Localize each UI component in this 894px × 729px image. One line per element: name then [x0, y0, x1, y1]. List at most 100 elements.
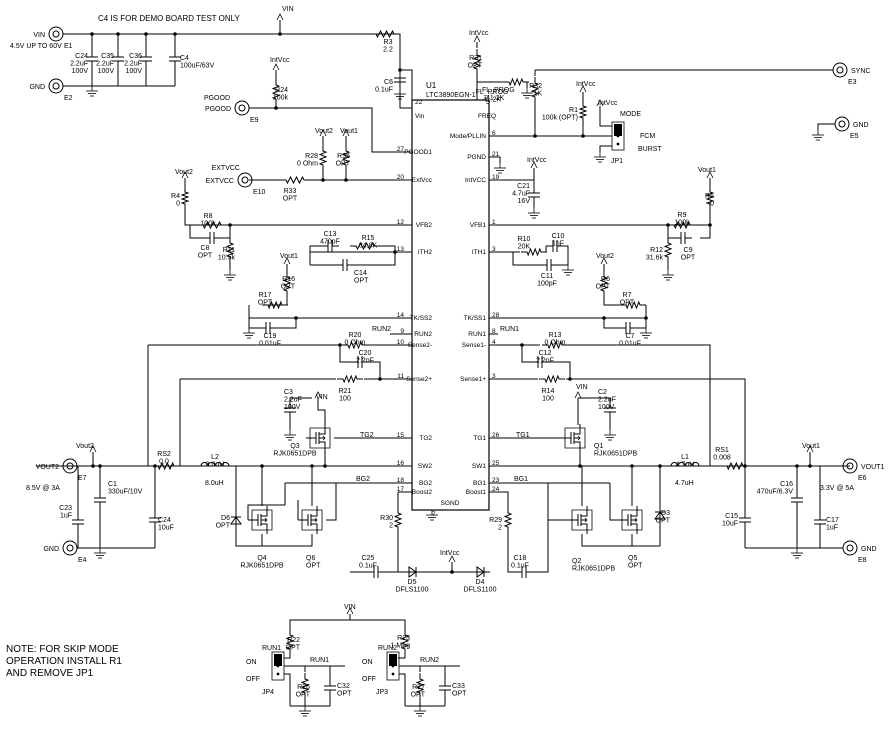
c35-label-2: 100V [98, 68, 115, 75]
resistor-r32 [530, 77, 540, 103]
resistor-r29 [503, 507, 513, 533]
c14-label-0: C14 [354, 270, 367, 277]
mosfet-body-q4 [251, 509, 273, 531]
c12-label-0: C12 [539, 350, 552, 357]
e3-name: SYNC [851, 68, 870, 75]
pin-num: 13 [397, 246, 405, 253]
r20-label-0: R20 [349, 332, 362, 339]
r13-label-1: 0 Ohm [544, 340, 565, 347]
pin-name: ITH2 [418, 249, 432, 256]
capacitor-c17 [814, 513, 826, 531]
r35-label-1: OPT [336, 161, 351, 168]
pin-name: PGOOD1 [404, 149, 432, 156]
junction-dot [378, 377, 382, 381]
capacitor-c24b [149, 511, 161, 529]
ground-symbol [493, 162, 507, 174]
e1-name: VIN [33, 32, 45, 39]
capacitor-c11 [540, 259, 558, 271]
jp4-on: ON [246, 659, 257, 666]
r11-label-0: R11 [223, 247, 235, 254]
resistor-r27 [415, 673, 425, 699]
terminal-e8 [842, 540, 858, 556]
junction-dot [116, 32, 120, 36]
c8-label-0: C8 [201, 245, 210, 252]
resistor-r22 [285, 629, 295, 655]
pin-name: RUN2 [414, 331, 432, 338]
resistor-r17 [262, 300, 288, 310]
pin-name: RUN1 [468, 331, 486, 338]
r10-label-1: 20K [518, 244, 531, 251]
ground-symbol [298, 705, 312, 717]
junction-dot [90, 32, 94, 36]
r14-label-0: R14 [542, 388, 555, 395]
mosfet-q6 [298, 506, 318, 534]
terminal-e10 [237, 172, 253, 188]
c24-label-0: C24 [75, 53, 88, 60]
c33-label-0: C33 [452, 683, 465, 690]
intvcc-label: IntVcc [270, 57, 290, 64]
resistor-r15 [350, 241, 380, 251]
vout1-label: Vout1 [280, 253, 298, 260]
jp3-ref: JP3 [376, 689, 388, 696]
vout2-label: Vout2 [596, 253, 614, 260]
pin-name: Sense2+ [406, 376, 432, 383]
resistor-r30 [393, 507, 403, 533]
pin-name: Sense1- [462, 342, 486, 349]
pin-num: 3 [492, 246, 496, 253]
junction-dot [743, 464, 747, 468]
resistor-r12 [663, 237, 673, 263]
c3-label-1: 2.2uF [284, 397, 302, 404]
pin-num: 16 [397, 460, 405, 467]
resistor-rs2 [152, 461, 180, 471]
r27-label-0: R27 [412, 684, 425, 691]
pin-name: BG2 [419, 480, 432, 487]
r12-label-0: R12 [650, 247, 663, 254]
r8-label-1: 100k [200, 221, 216, 228]
r32-label-1: 1K [533, 91, 542, 98]
c20-label-0: C20 [359, 350, 372, 357]
r8-label-0: R8 [204, 213, 213, 220]
r23-label-1: 1 Meg [391, 643, 411, 650]
ground-symbol [790, 547, 804, 559]
jp4-run: RUN1 [262, 645, 281, 652]
e4-name: GND [43, 546, 59, 553]
intvcc-label: IntVcc [469, 30, 489, 37]
junction-dot [630, 464, 634, 468]
intvcc-label: IntVcc [576, 81, 596, 88]
jp1-fcm: FCM [640, 133, 655, 140]
r17-label-1: OPT [258, 300, 273, 307]
junction-dot [795, 464, 799, 468]
pin-name: VFB2 [416, 222, 433, 229]
c18-label-0: C18 [514, 555, 527, 562]
pin-name: FREQ [478, 113, 496, 120]
pgood-label: PGOOD [204, 95, 230, 102]
q4-label-1: RJK0651DPB [240, 563, 284, 570]
ground-symbol [639, 327, 653, 339]
junction-dot [666, 223, 670, 227]
c16-label-0: C16 [780, 481, 793, 488]
pin-num: 3 [492, 373, 496, 380]
r10-label-0: R10 [518, 236, 531, 243]
e1-desc: 4.5V UP TO 60V [10, 43, 62, 50]
resistor-r5 [705, 186, 715, 210]
c12-label-1: 2.2nF [536, 358, 554, 365]
resistor-r13 [542, 340, 568, 350]
pin-name: SGND [441, 500, 460, 507]
c32-label-0: C32 [337, 683, 350, 690]
c19-label-0: C19 [264, 333, 277, 340]
l1-label-0: L1 [681, 454, 689, 461]
capacitor-c18 [515, 566, 533, 578]
c16-label-1: 470uF/6.3V [757, 489, 794, 496]
resistor-r14 [539, 374, 565, 384]
pin-name: Sense2- [408, 342, 432, 349]
junction-dot [260, 464, 264, 468]
pin-num: 6 [492, 130, 496, 137]
e6-name: VOUT1 [861, 464, 884, 471]
r15-label-1: 34.8K [359, 243, 378, 250]
intvcc-label: IntVcc [440, 550, 460, 557]
supply-arrow [574, 391, 582, 399]
pin-num: 1 [492, 219, 496, 226]
vout1-label: Vout1 [698, 167, 716, 174]
pin-num: 14 [397, 312, 405, 319]
l2-value: 8.0uH [205, 480, 224, 487]
